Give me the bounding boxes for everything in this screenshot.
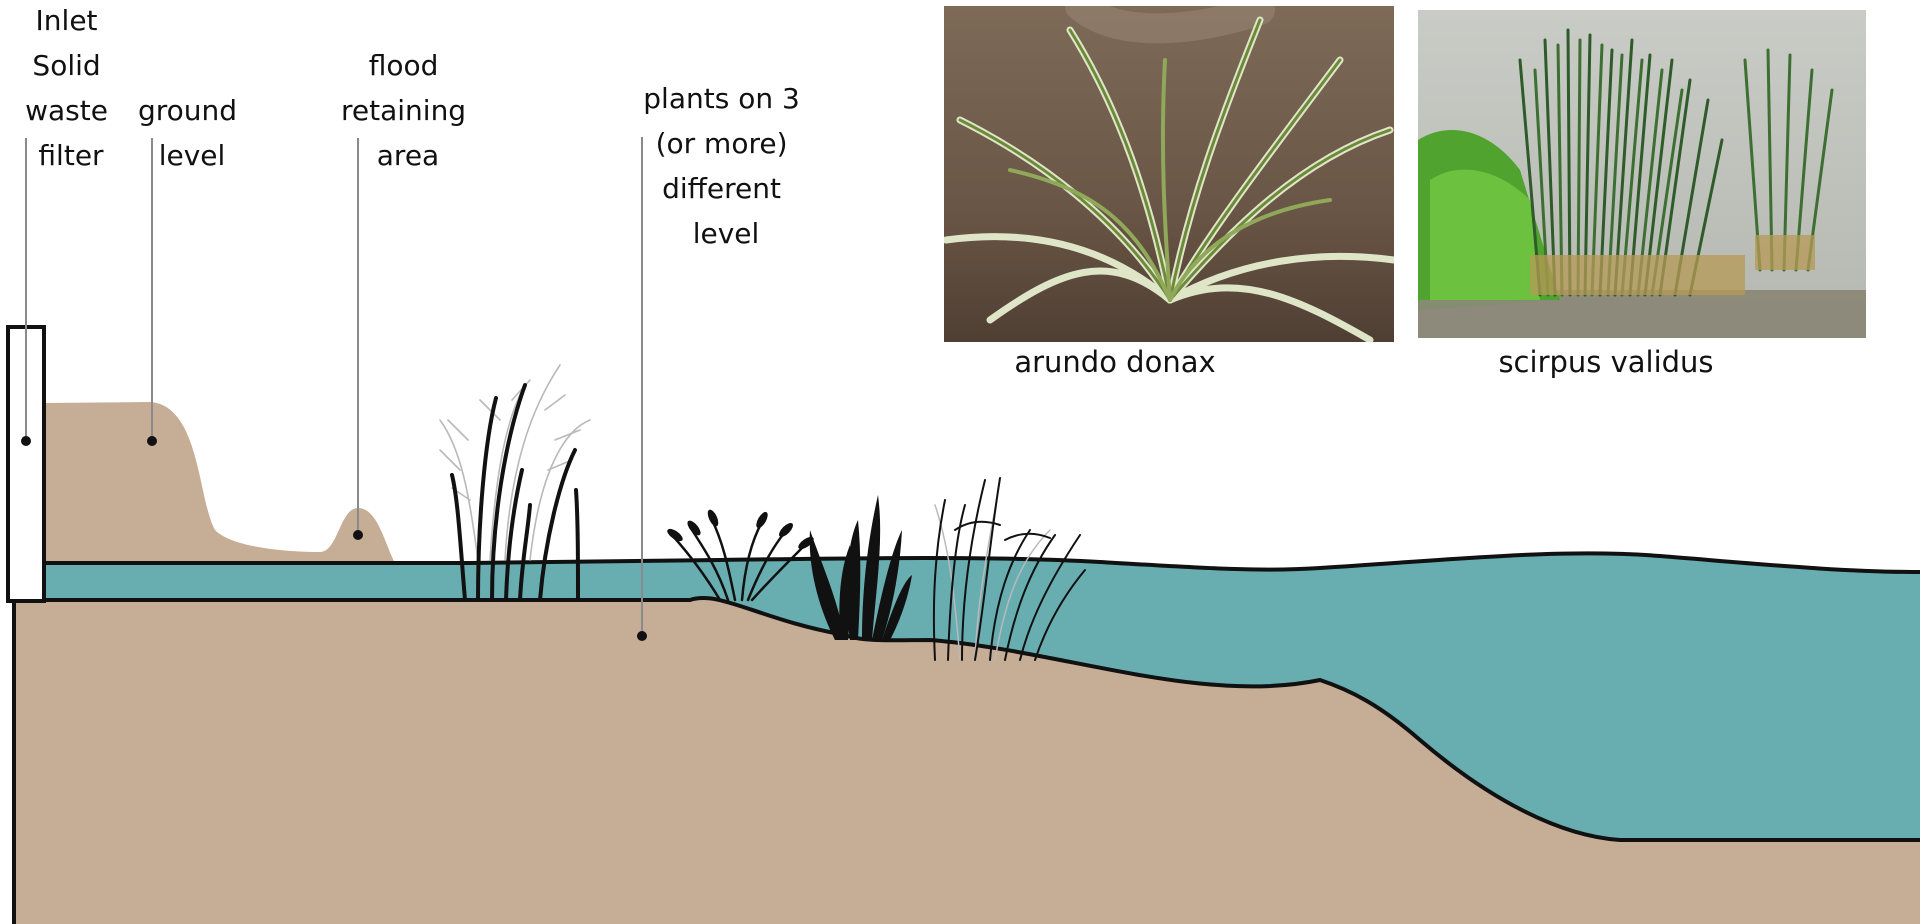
photo-scirpus-validus xyxy=(1418,10,1866,338)
caption-arundo-donax: arundo donax xyxy=(1014,345,1215,379)
dot-flood-area xyxy=(353,530,363,540)
caption-scirpus-validus: scirpus validus xyxy=(1498,345,1713,379)
label-ground-level: ground level xyxy=(138,94,246,172)
dot-ground-level xyxy=(147,436,157,446)
dot-inlet-filter xyxy=(21,436,31,446)
label-plants-levels: plants on 3 (or more) different level xyxy=(643,82,808,250)
bank-mound xyxy=(44,402,395,563)
label-inlet-filter: Inlet Solid waste filter xyxy=(25,4,117,172)
photo-arundo-donax xyxy=(944,6,1394,342)
label-flood-area: flood retaining area xyxy=(341,49,475,172)
dot-plants-levels xyxy=(637,631,647,641)
